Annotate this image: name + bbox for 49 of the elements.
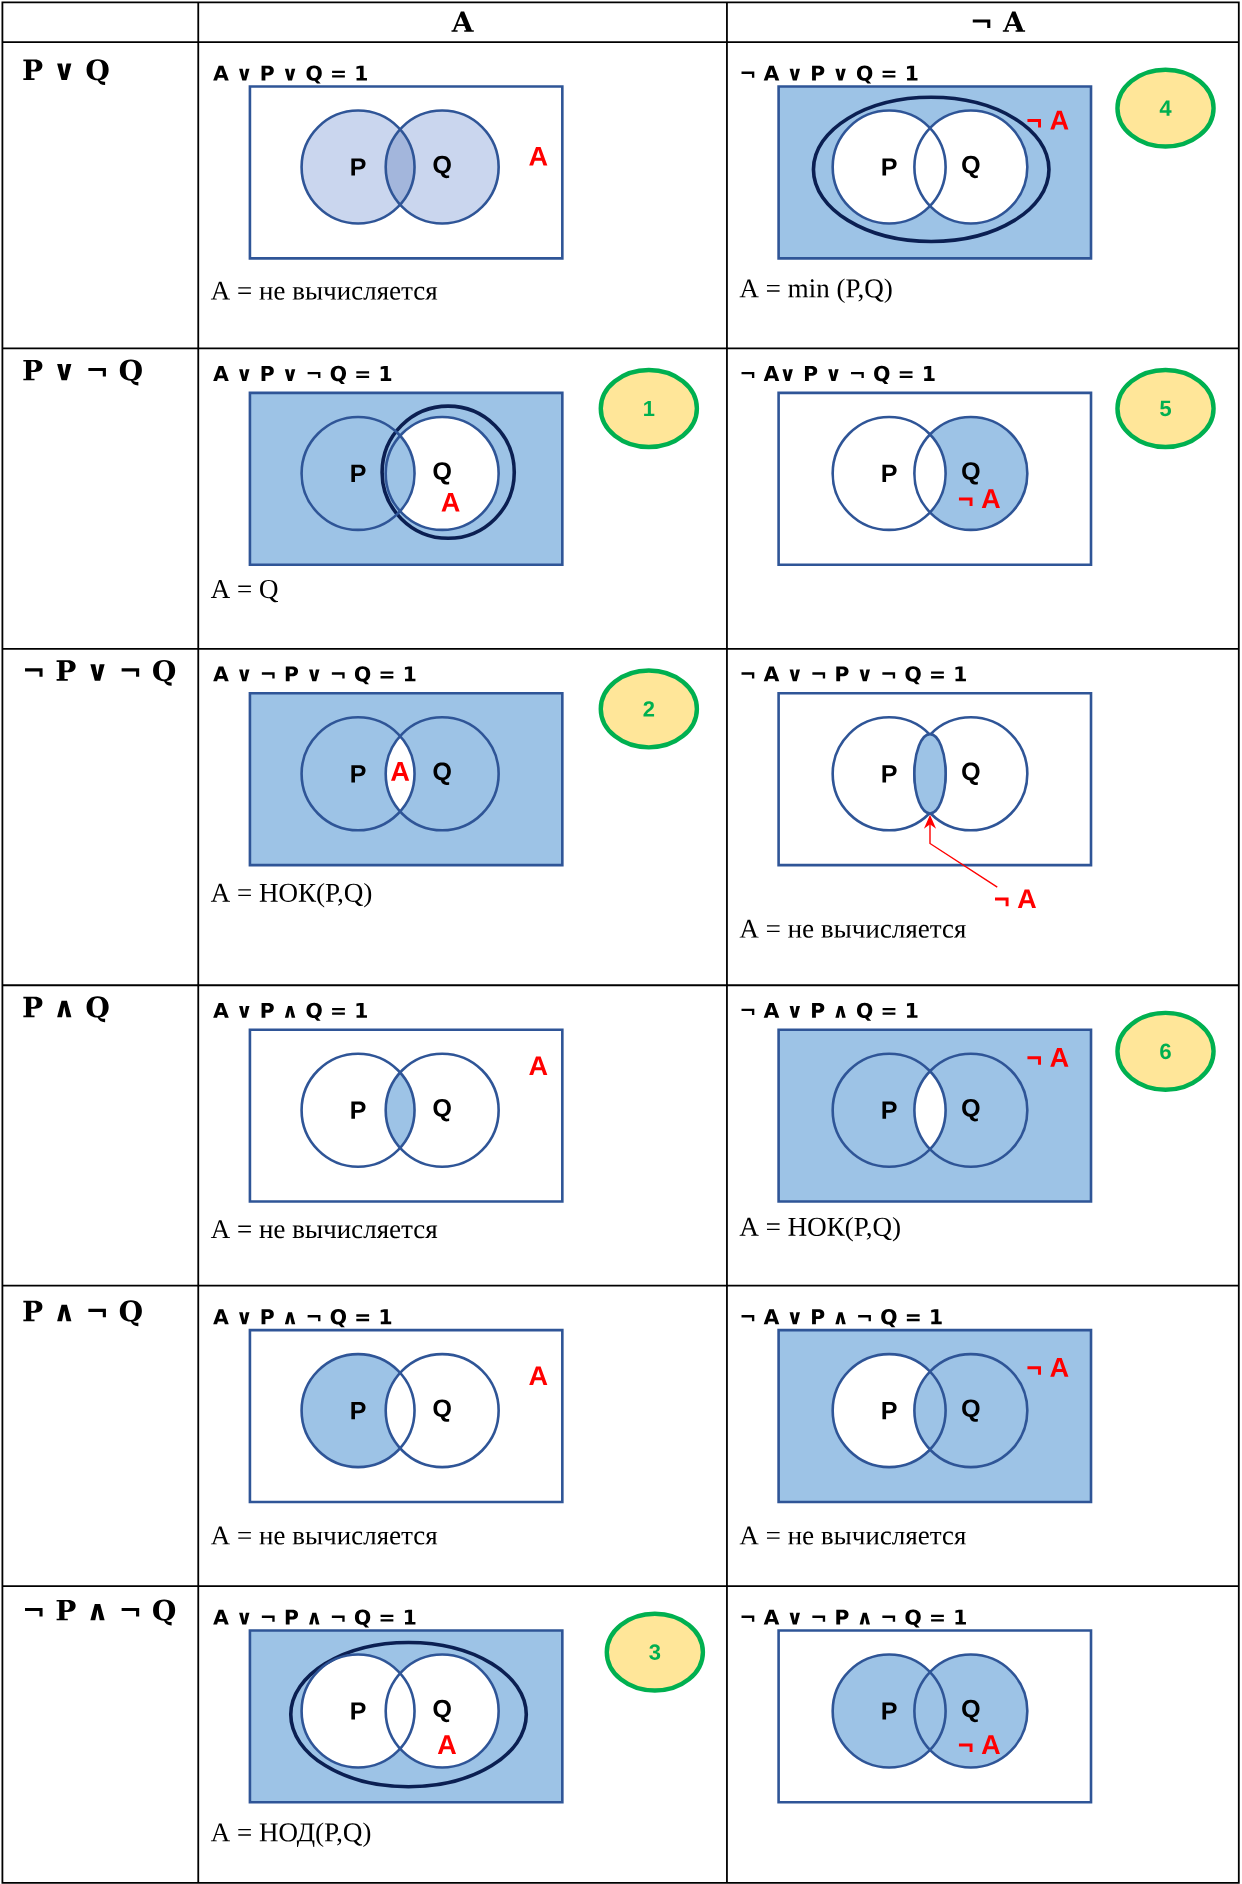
result-text: A = не вычисляется xyxy=(739,919,966,938)
formula-text: ¬ A ∨ P ∧ ¬ Q = 1 xyxy=(741,1309,942,1328)
row-header: ¬ P ∧ ¬ Q xyxy=(24,1599,175,1626)
column-header: ¬ A xyxy=(972,11,1025,32)
region-label: ¬ A xyxy=(958,1735,1000,1754)
result-text: A = не вычисляется xyxy=(739,1526,966,1545)
number-badge: 2 xyxy=(598,668,699,750)
region-label: ¬ A xyxy=(994,889,1036,909)
region-label: ¬ A xyxy=(1027,110,1069,130)
result-text: A = не вычисляется xyxy=(210,281,437,300)
result-text: A = не вычисляется xyxy=(210,1220,437,1239)
result-text: A = не вычисляется xyxy=(210,1526,437,1545)
column-header: A xyxy=(451,11,474,32)
region-label: A xyxy=(529,1366,548,1386)
formula-text: A ∨ ¬ P ∧ ¬ Q = 1 xyxy=(213,1609,416,1628)
formula-text: A ∨ P ∧ ¬ Q = 1 xyxy=(213,1309,392,1328)
region-label: A xyxy=(390,762,409,781)
number-badge: 5 xyxy=(1115,367,1216,450)
intersection-region xyxy=(912,732,947,815)
row-header: P ∧ ¬ Q xyxy=(23,1300,142,1327)
region-label: A xyxy=(529,1056,548,1076)
formula-text: ¬ A ∨ P ∧ Q = 1 xyxy=(741,1002,918,1021)
formula-text: A ∨ P ∧ Q = 1 xyxy=(213,1002,367,1021)
number-badge: 1 xyxy=(598,367,699,450)
number-badge: 6 xyxy=(1115,1010,1216,1092)
result-text: A = НОК(P,Q) xyxy=(210,882,371,908)
row-header: ¬ P ∨ ¬ Q xyxy=(24,659,175,686)
row-header: P ∧ Q xyxy=(23,996,109,1023)
formula-text: A ∨ P ∨ ¬ Q = 1 xyxy=(213,365,392,384)
result-text: A = НОК(P,Q) xyxy=(739,1216,900,1242)
row-header: P ∨ Q xyxy=(23,59,109,85)
row-header: P ∨ ¬ Q xyxy=(23,359,142,386)
region-label: A xyxy=(529,146,548,166)
formula-text: A ∨ ¬ P ∨ ¬ Q = 1 xyxy=(213,666,416,685)
region-label: ¬ A xyxy=(958,489,1000,508)
number-badge: 3 xyxy=(604,1611,705,1693)
region-label: ¬ A xyxy=(1027,1358,1069,1377)
result-text: A = НОД(P,Q) xyxy=(210,1822,371,1847)
formula-text: A ∨ P ∨ Q = 1 xyxy=(213,65,367,84)
formula-text: ¬ A ∨ ¬ P ∧ ¬ Q = 1 xyxy=(741,1609,966,1628)
region-label: A xyxy=(437,1735,456,1754)
region-label: ¬ A xyxy=(1027,1048,1069,1067)
result-text: A = Q xyxy=(210,580,278,603)
formula-text: ¬ A∨ P ∨ ¬ Q = 1 xyxy=(741,365,935,384)
formula-text: ¬ A ∨ P ∨ Q = 1 xyxy=(741,65,918,84)
region-label: A xyxy=(441,492,460,512)
formula-text: ¬ A ∨ ¬ P ∨ ¬ Q = 1 xyxy=(741,666,966,685)
result-text: A = min (P,Q) xyxy=(739,278,892,303)
number-badge: 4 xyxy=(1115,67,1216,149)
